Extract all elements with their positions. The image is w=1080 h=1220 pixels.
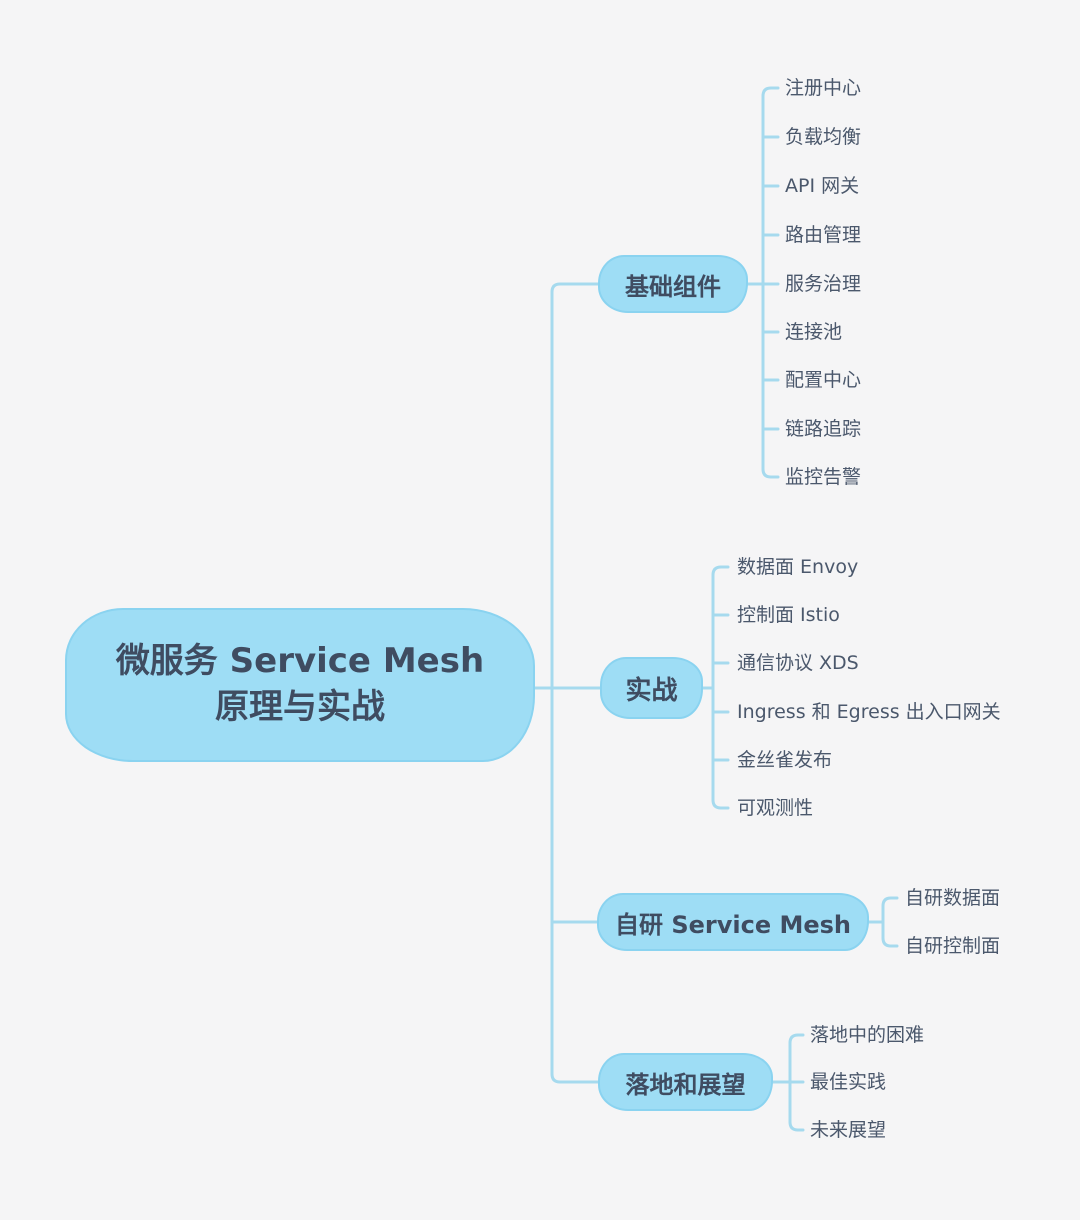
leaf-node[interactable]: 链路追踪	[785, 418, 862, 440]
root-title-line2: 原理与实战	[214, 687, 385, 727]
leaf-node[interactable]: 自研控制面	[905, 935, 1001, 957]
root-title: 微服务 Service Mesh 原理与实战	[116, 639, 484, 731]
leaf-node[interactable]: 注册中心	[785, 77, 862, 99]
leaf-node[interactable]: 未来展望	[810, 1119, 887, 1141]
leaf-node[interactable]: 通信协议 XDS	[737, 652, 859, 674]
branch-node-landing-outlook[interactable]: 落地和展望	[598, 1053, 773, 1111]
branch-label: 基础组件	[625, 272, 721, 301]
leaf-node[interactable]: 监控告警	[785, 466, 862, 488]
leaf-node[interactable]: 控制面 Istio	[737, 604, 840, 626]
leaf-node[interactable]: 服务治理	[785, 273, 862, 295]
root-title-line1: 微服务 Service Mesh	[115, 641, 485, 682]
leaf-node[interactable]: 自研数据面	[905, 887, 1001, 909]
trunk-line	[550, 282, 602, 1084]
branch-node-basic-components[interactable]: 基础组件	[598, 255, 748, 313]
branch-label: 落地和展望	[625, 1070, 746, 1099]
leaf-node[interactable]: 负载均衡	[785, 126, 862, 148]
branch-label: 实战	[625, 675, 678, 706]
leaf-node[interactable]: 落地中的困难	[810, 1024, 925, 1046]
branch-node-self-developed-mesh[interactable]: 自研 Service Mesh	[597, 893, 869, 951]
leaf-node[interactable]: 金丝雀发布	[737, 749, 833, 771]
root-node[interactable]: 微服务 Service Mesh 原理与实战	[65, 608, 535, 762]
leaf-node[interactable]: 配置中心	[785, 369, 862, 391]
leaf-node[interactable]: API 网关	[785, 175, 860, 197]
leaf-node[interactable]: 数据面 Envoy	[737, 556, 859, 578]
leaf-node[interactable]: 可观测性	[737, 797, 814, 819]
leaf-node[interactable]: 最佳实践	[810, 1071, 887, 1093]
branch-node-practice[interactable]: 实战	[600, 657, 703, 719]
leaf-node[interactable]: 路由管理	[785, 224, 862, 246]
leaf-node[interactable]: Ingress 和 Egress 出入口网关	[737, 701, 1001, 723]
leaf-node[interactable]: 连接池	[785, 321, 843, 343]
branch-label: 自研 Service Mesh	[614, 910, 851, 939]
